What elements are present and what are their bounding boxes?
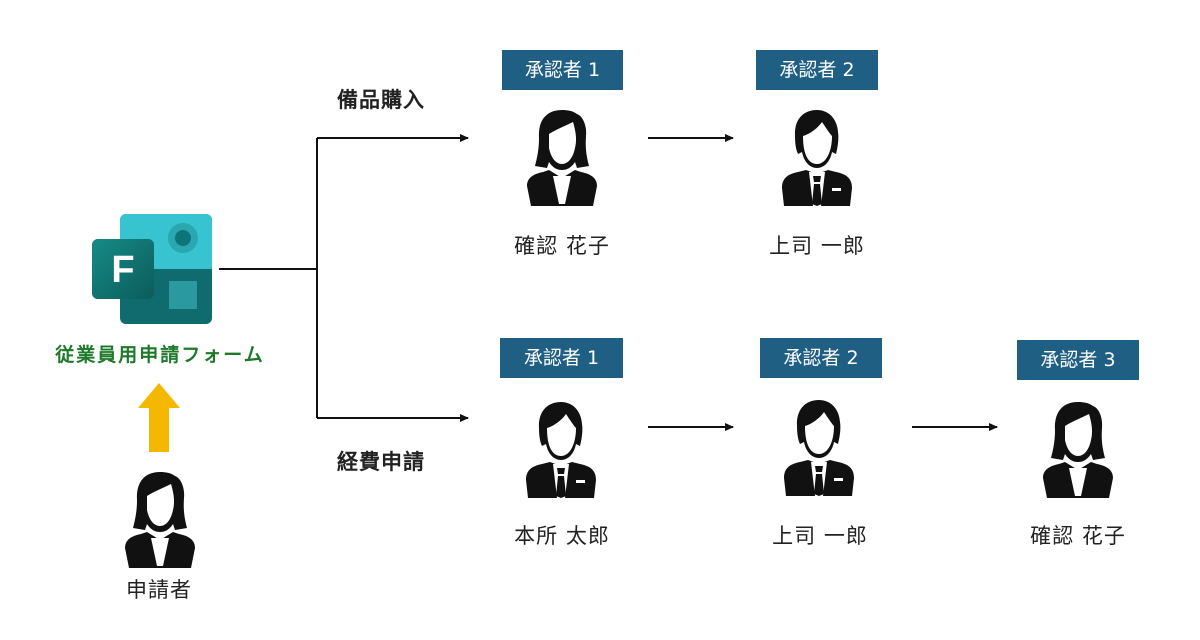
applicant-up-arrow [138,383,180,452]
form-title: 従業員用申請フォーム [55,344,265,366]
person-male-icon [778,396,860,496]
approver-badge: 承認者 2 [756,50,878,90]
approver-badge: 承認者 2 [760,338,882,378]
approver-badge: 承認者 1 [502,50,623,90]
person-female-icon [521,106,603,206]
approver-badge: 承認者 1 [500,338,623,378]
person-male-icon [520,398,602,498]
approver-name: 上司 一郎 [772,524,868,548]
applicant-person-female-icon [119,468,201,568]
approver-name: 本所 太郎 [514,524,610,548]
forms-letter: F [111,249,134,291]
applicant-label: 申請者 [126,578,192,602]
approver-name: 確認 花子 [1030,524,1126,548]
approver-name: 上司 一郎 [769,234,865,258]
route-label-equipment: 備品購入 [337,88,425,112]
person-male-icon [776,106,858,206]
person-female-icon [1037,398,1119,498]
microsoft-forms-icon: F [92,214,214,324]
approver-name: 確認 花子 [514,234,610,258]
route-label-expense: 経費申請 [337,450,425,474]
approver-badge: 承認者 3 [1017,340,1139,380]
